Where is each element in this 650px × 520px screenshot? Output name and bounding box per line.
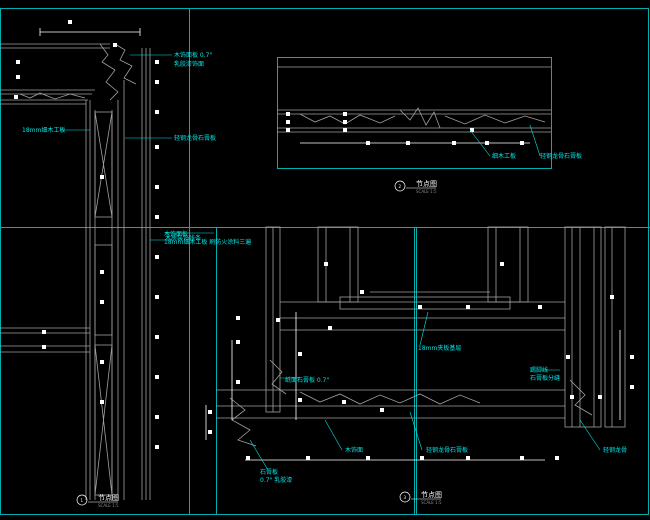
detail3-leaders	[165, 232, 601, 471]
detail3-label-f: 石膏板	[260, 468, 278, 476]
detail1-title: 节点图	[98, 494, 119, 502]
detail3-label-h: 踢脚线	[530, 366, 548, 374]
detail2-label-a: 细木工板	[492, 152, 516, 160]
detail3-label-g: 0.7" 乳胶漆	[260, 476, 292, 484]
detail3-title: 节点图	[421, 491, 442, 499]
detail3-label-j: 轻钢龙骨	[603, 446, 627, 454]
detail2-number: 2	[399, 184, 402, 189]
detail1-title-block: 1 节点图 SCALE 1:5	[76, 494, 119, 508]
outer-frame	[0, 8, 649, 515]
detail3-title-block: 3 节点图 SCALE 1:5	[399, 491, 442, 505]
detail1-label-a: 木饰面板 0.7"	[174, 51, 212, 59]
detail1-label-d: 轻钢龙骨石膏板	[174, 134, 216, 142]
sheet-frames	[0, 8, 650, 515]
detail1-label-b: 乳胶漆饰面	[174, 60, 204, 68]
detail2-leaders	[469, 124, 541, 157]
detail2-title-block: 2 节点图 SCALE 1:5	[394, 180, 437, 194]
detail2-title: 节点图	[416, 180, 437, 188]
detail2-dimensions	[286, 112, 524, 145]
detail3-label-c: 纸面石膏板 0.7"	[285, 376, 329, 384]
detail2-frame	[277, 57, 552, 169]
detail1-label-f: 18mm细木工板 刷防火涂料三遍	[164, 238, 251, 246]
detail1-dimensions	[14, 20, 159, 449]
detail1-geometry	[0, 28, 151, 500]
detail1-label-e: 木饰面板	[164, 230, 188, 238]
detail3-label-a: 木质装饰线条	[165, 234, 201, 242]
detail3-scale: SCALE 1:5	[421, 500, 442, 505]
detail3-label-b: 18mm夹板基层	[418, 344, 461, 352]
detail3-label-d: 木饰面	[345, 446, 363, 454]
detail1-scale: SCALE 1:5	[98, 503, 119, 508]
detail3-number: 3	[404, 495, 407, 500]
detail2-label-b: 轻钢龙骨石膏板	[540, 152, 582, 160]
detail3-dimensions	[208, 262, 634, 460]
detail2-geometry	[277, 66, 551, 144]
detail3-label-e: 轻钢龙骨石膏板	[426, 446, 468, 454]
detail1-label-c: 18mm细木工板	[22, 126, 65, 134]
detail3-geometry	[205, 226, 626, 461]
detail2-scale: SCALE 1:5	[416, 189, 437, 194]
detail1-leaders	[60, 54, 172, 241]
detail1-number: 1	[81, 498, 84, 503]
detail3-label-i: 石膏板分缝	[530, 374, 560, 382]
